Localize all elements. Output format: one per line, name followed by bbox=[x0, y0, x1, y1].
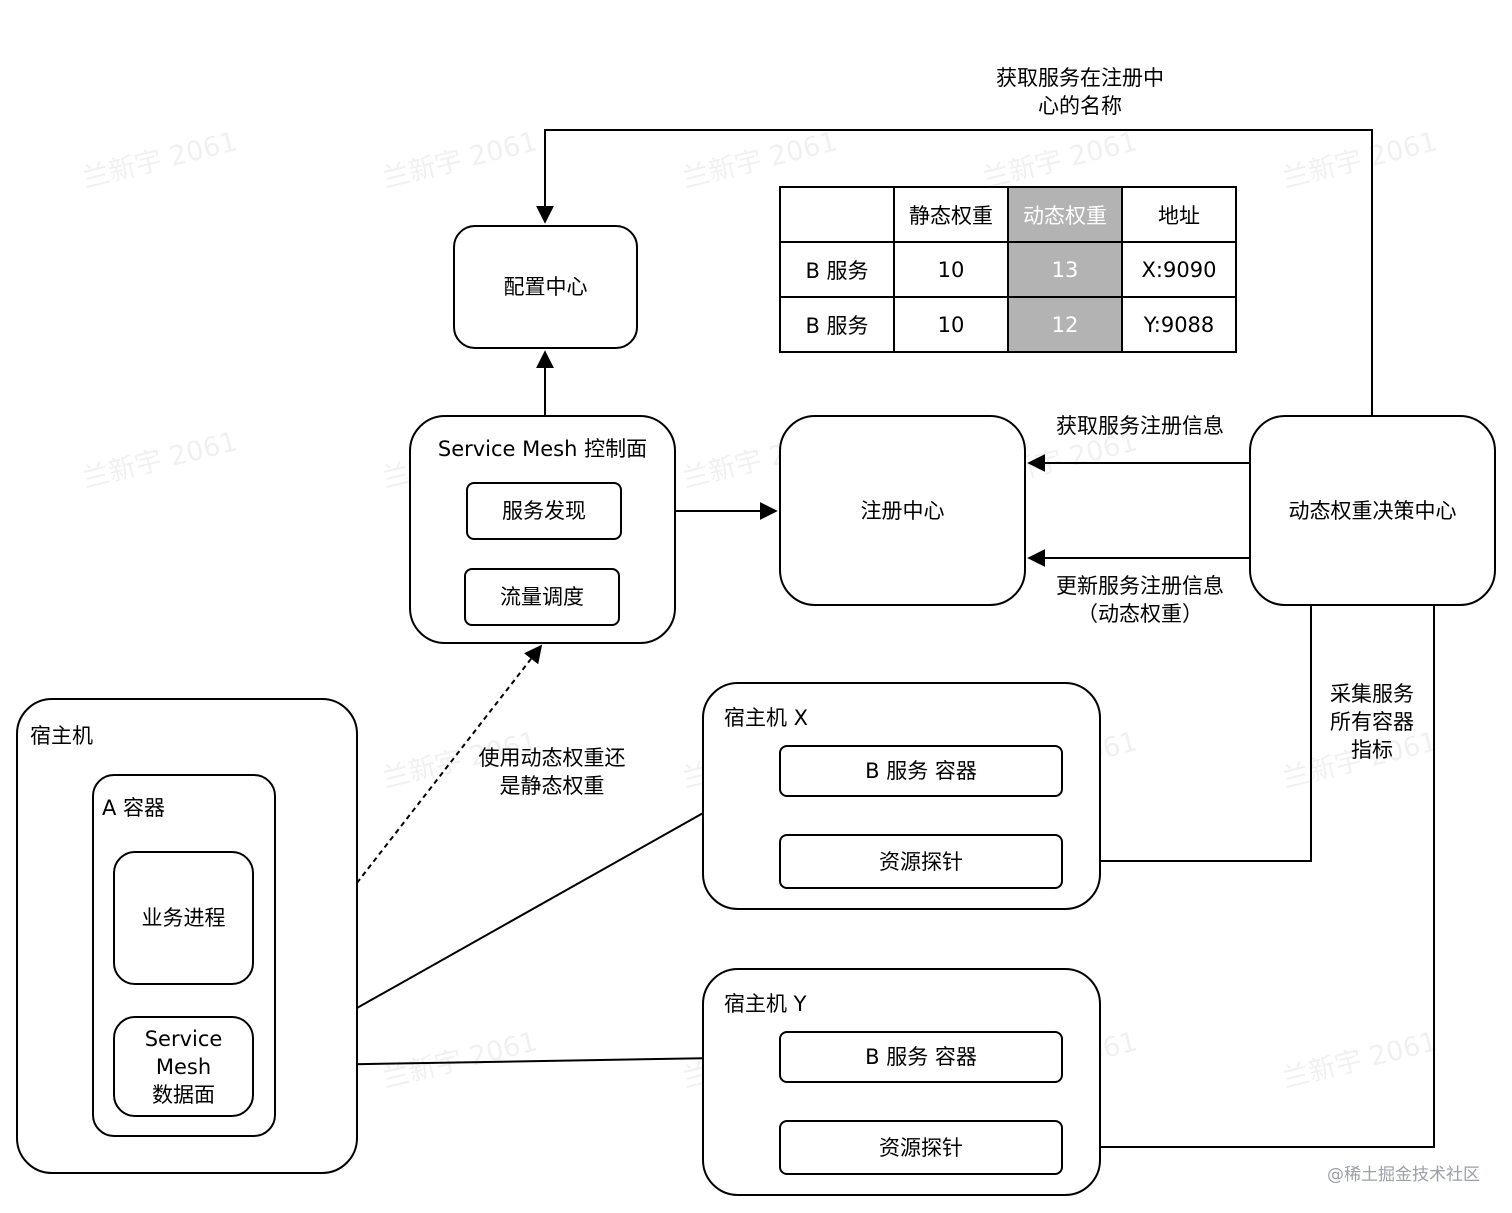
table-header-cell: 动态权重 bbox=[1007, 186, 1123, 243]
resource-probe-x-label: 资源探针 bbox=[879, 849, 963, 874]
host-x-title: 宿主机 X bbox=[724, 706, 809, 730]
decision-center-label: 动态权重决策中心 bbox=[1288, 498, 1457, 523]
registry-node: 注册中心 bbox=[779, 415, 1026, 606]
traffic-scheduling-node: 流量调度 bbox=[464, 568, 620, 626]
footer-credit: @稀土掘金技术社区 bbox=[1327, 1165, 1480, 1185]
table-cell: X:9090 bbox=[1121, 241, 1237, 298]
table-cell: Y:9088 bbox=[1121, 296, 1237, 353]
traffic-scheduling-label: 流量调度 bbox=[500, 585, 584, 609]
edge-dataplane-to-control bbox=[251, 644, 543, 1019]
edge-label-get-registration: 获取服务注册信息 bbox=[1056, 414, 1224, 438]
b-container-y-node: B 服务 容器 bbox=[779, 1031, 1063, 1083]
decision-center-node: 动态权重决策中心 bbox=[1249, 415, 1496, 606]
container-a-title: A 容器 bbox=[102, 796, 166, 820]
config-center-node: 配置中心 bbox=[453, 225, 638, 349]
edge-decision-to-probe-x bbox=[1064, 605, 1312, 870]
service-discovery-label: 服务发现 bbox=[502, 499, 586, 523]
edge-label-dynamic-or-static: 使用动态权重还 是静态权重 bbox=[478, 746, 626, 798]
b-container-x-node: B 服务 容器 bbox=[779, 745, 1063, 797]
table-row: B 服务 10 12 Y:9088 bbox=[779, 296, 1237, 353]
table-header-row: 静态权重 动态权重 地址 bbox=[779, 186, 1237, 243]
weights-table: 静态权重 动态权重 地址 B 服务 10 13 X:9090 B 服务 10 1… bbox=[779, 186, 1237, 353]
config-center-label: 配置中心 bbox=[503, 275, 588, 299]
table-cell: 10 bbox=[893, 241, 1009, 298]
table-cell: 12 bbox=[1007, 296, 1123, 353]
edge-decision-to-config bbox=[536, 129, 1373, 415]
business-process-label: 业务进程 bbox=[141, 906, 226, 930]
table-cell: 13 bbox=[1007, 241, 1123, 298]
b-container-y-label: B 服务 容器 bbox=[865, 1045, 977, 1069]
b-container-x-label: B 服务 容器 bbox=[865, 759, 977, 783]
host-y-title: 宿主机 Y bbox=[724, 992, 807, 1016]
table-header-cell: 静态权重 bbox=[893, 186, 1009, 243]
table-row: B 服务 10 13 X:9090 bbox=[779, 241, 1237, 298]
table-header-cell bbox=[779, 186, 895, 243]
resource-probe-y-label: 资源探针 bbox=[879, 1135, 963, 1160]
edge-label-get-name: 获取服务在注册中 心的名称 bbox=[996, 66, 1164, 118]
table-cell: B 服务 bbox=[779, 241, 895, 298]
service-discovery-node: 服务发现 bbox=[466, 482, 622, 540]
edge-label-collect-metrics: 采集服务 所有容器 指标 bbox=[1330, 682, 1414, 762]
host-title: 宿主机 bbox=[30, 724, 93, 748]
data-plane-label: Service Mesh 数据面 bbox=[144, 1026, 223, 1107]
resource-probe-y-node: 资源探针 bbox=[779, 1120, 1063, 1175]
control-plane-title: Service Mesh 控制面 bbox=[437, 437, 648, 461]
table-cell: 10 bbox=[893, 296, 1009, 353]
data-plane-node: Service Mesh 数据面 bbox=[113, 1016, 254, 1117]
table-cell: B 服务 bbox=[779, 296, 895, 353]
table-header-cell: 地址 bbox=[1121, 186, 1237, 243]
registry-label: 注册中心 bbox=[860, 498, 945, 523]
business-process-node: 业务进程 bbox=[113, 851, 254, 985]
edge-label-update-registration: 更新服务注册信息 （动态权重） bbox=[1056, 574, 1224, 626]
edge-decision-to-probe-y bbox=[1064, 605, 1435, 1156]
resource-probe-x-node: 资源探针 bbox=[779, 834, 1063, 889]
